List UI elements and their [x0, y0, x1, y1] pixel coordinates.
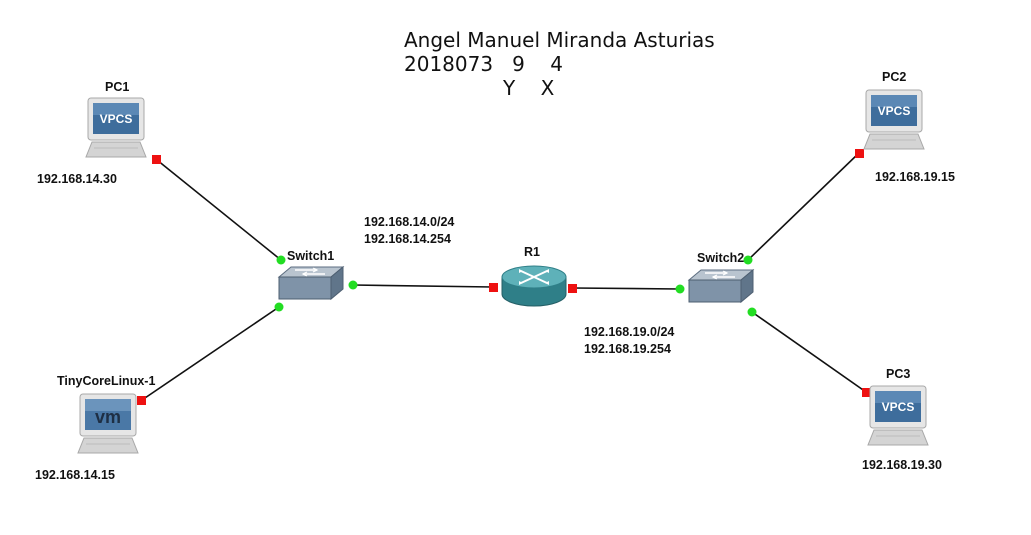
switch2-icon[interactable]	[687, 268, 755, 308]
tinycore-vm-icon[interactable]: vm	[76, 392, 142, 456]
pc3-screen-text: VPCS	[882, 400, 915, 414]
port-switch2-left	[675, 284, 685, 294]
port-r1-right	[568, 284, 577, 293]
author-name: Angel Manuel Miranda Asturias	[404, 28, 715, 52]
pc3-computer-icon[interactable]: VPCS	[866, 384, 932, 448]
tinycore-screen-text: vm	[95, 407, 121, 427]
port-switch2-bottom	[747, 307, 757, 317]
pc3-label: PC3	[886, 367, 911, 381]
pc2-screen-text: VPCS	[878, 104, 911, 118]
port-switch1-top	[276, 255, 286, 265]
port-r1-left	[489, 283, 498, 292]
axis-letters: Y X	[503, 76, 555, 100]
pc2-ip: 192.168.19.15	[875, 170, 955, 184]
pc2-label: PC2	[882, 70, 907, 84]
port-pc1	[152, 155, 161, 164]
pc1-ip: 192.168.14.30	[37, 172, 117, 186]
port-switch2-top	[743, 255, 753, 265]
pc1-screen-text: VPCS	[100, 112, 133, 126]
switch2-label: Switch2	[697, 251, 745, 265]
link-pc1-switch1[interactable]	[156, 159, 282, 261]
link-switch2-pc2[interactable]	[747, 152, 860, 261]
tinycore-ip: 192.168.14.15	[35, 468, 115, 482]
left-gateway: 192.168.14.254	[364, 232, 451, 246]
link-switch2-pc3[interactable]	[751, 311, 867, 393]
link-switch1-r1[interactable]	[352, 284, 494, 288]
pc1-label: PC1	[105, 80, 130, 94]
right-gateway: 192.168.19.254	[584, 342, 671, 356]
r1-label: R1	[524, 245, 540, 259]
pc1-computer-icon[interactable]: VPCS	[84, 96, 150, 160]
pc3-ip: 192.168.19.30	[862, 458, 942, 472]
port-switch1-bottom	[274, 302, 284, 312]
right-subnet: 192.168.19.0/24	[584, 325, 675, 339]
switch1-icon[interactable]	[277, 265, 345, 305]
link-tinycore-switch1[interactable]	[141, 306, 280, 401]
tinycore-label: TinyCoreLinux-1	[57, 374, 156, 388]
student-id: 2018073 9 4	[404, 52, 564, 76]
port-switch1-right	[348, 280, 358, 290]
port-pc3	[862, 388, 871, 397]
router-r1-icon[interactable]	[499, 264, 569, 310]
port-tinycore	[137, 396, 146, 405]
link-r1-switch2[interactable]	[572, 287, 681, 290]
port-pc2	[855, 149, 864, 158]
pc2-computer-icon[interactable]: VPCS	[862, 88, 928, 152]
left-subnet: 192.168.14.0/24	[364, 215, 455, 229]
switch1-label: Switch1	[287, 249, 335, 263]
